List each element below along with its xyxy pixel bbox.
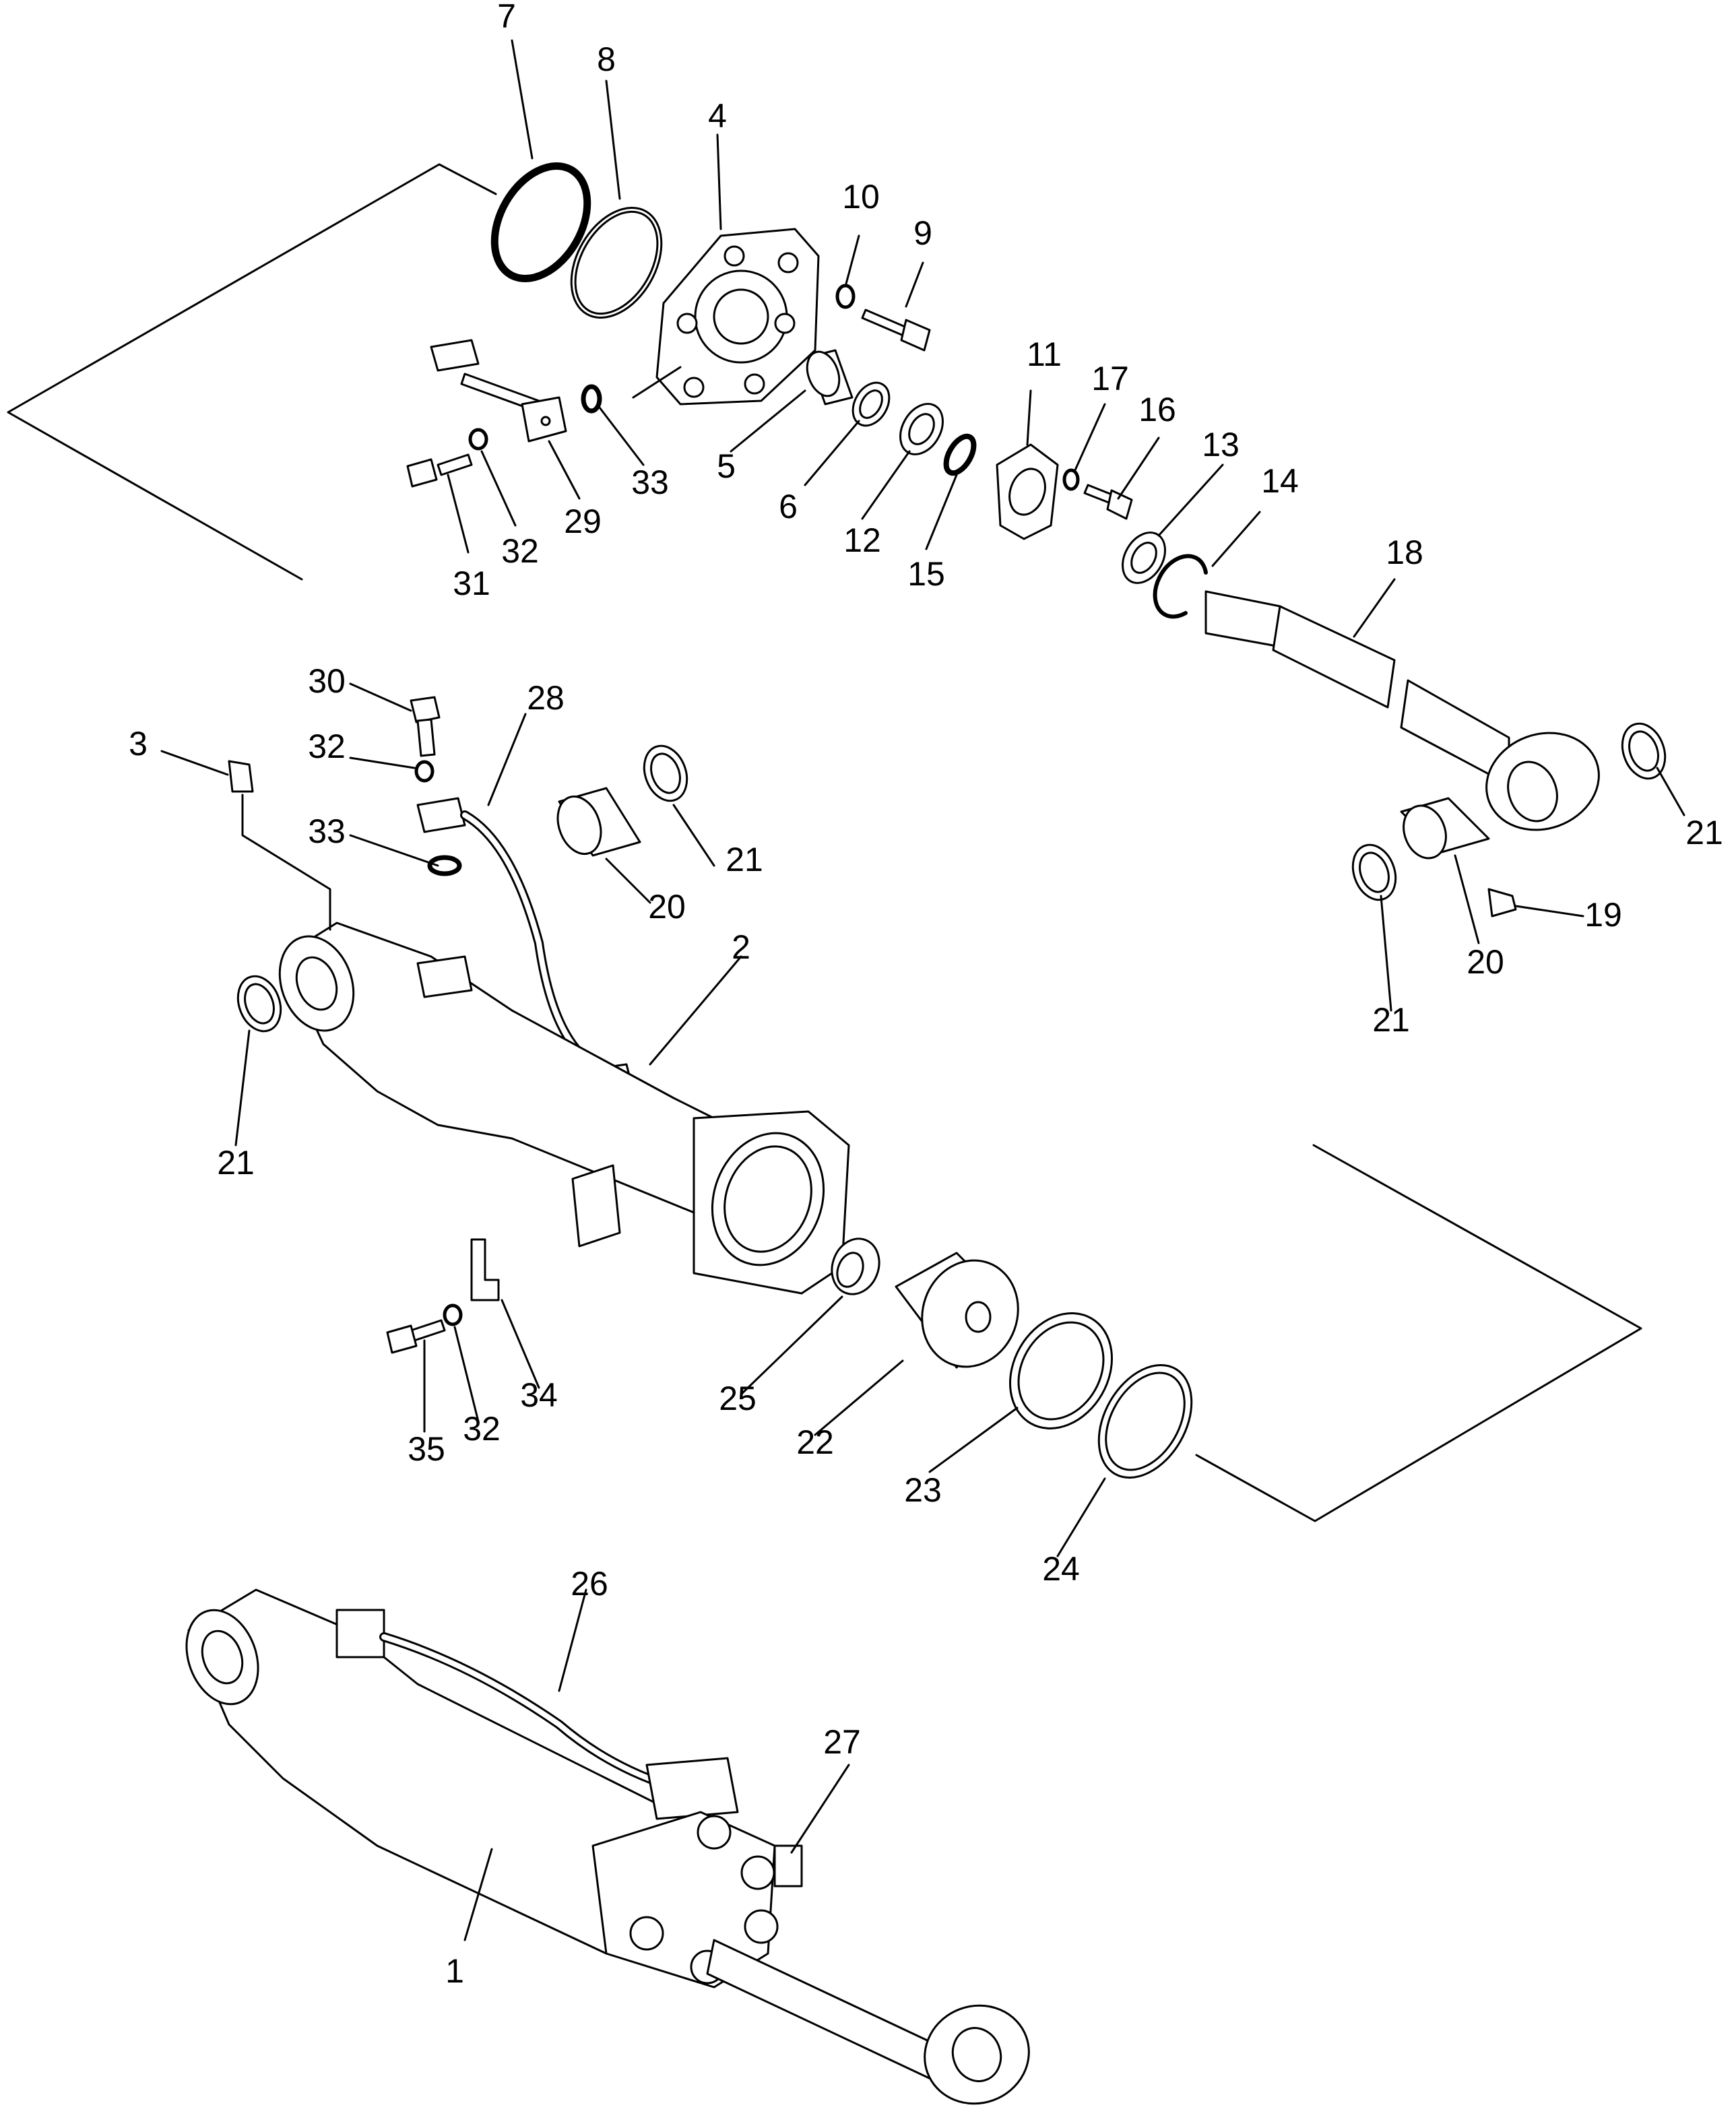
- label-21-tube-top: 21: [726, 841, 763, 878]
- washer-32-top: [468, 428, 488, 451]
- label-18: 18: [1386, 534, 1423, 571]
- exploded-view-outline: [7, 163, 1642, 1522]
- washer-32-mid: [414, 760, 435, 783]
- label-35: 35: [408, 1430, 445, 1468]
- snap-ring-14: [1153, 554, 1208, 619]
- label-13: 13: [1202, 426, 1240, 463]
- label-15: 15: [907, 555, 945, 593]
- piston-ring-23: [1009, 1312, 1113, 1429]
- label-32-mid: 32: [308, 728, 346, 765]
- label-21-rod-right: 21: [1685, 814, 1723, 851]
- label-34: 34: [520, 1376, 558, 1414]
- wear-ring-24: [1097, 1363, 1193, 1479]
- cylinder-assembly-1: [185, 1588, 1030, 2105]
- label-8: 8: [597, 40, 616, 78]
- washer-17: [1062, 468, 1080, 491]
- label-26: 26: [571, 1565, 608, 1603]
- seal-6: [851, 381, 891, 427]
- retainer-13: [1122, 531, 1166, 584]
- dust-seal-21-tube-left: [236, 975, 282, 1033]
- label-33-mid: 33: [308, 812, 346, 850]
- label-9: 9: [913, 214, 932, 252]
- bolt-9: [861, 309, 931, 352]
- label-25: 25: [719, 1380, 757, 1417]
- dust-seal-21-rod-left: [1351, 843, 1397, 901]
- grease-fitting-19: [1487, 888, 1517, 917]
- label-3: 3: [129, 725, 148, 763]
- dust-seal-21-tube-top: [643, 744, 688, 802]
- label-2: 2: [732, 928, 750, 966]
- part-labels: 7 8 4 10 9 11 17 16 13 14 18 29 33 5 6 1…: [129, 0, 1723, 1990]
- label-30: 30: [308, 662, 346, 700]
- washer-32-bottom: [443, 1303, 463, 1326]
- dust-seal-21-rod: [1621, 722, 1667, 780]
- bushing-20-rod: [1400, 797, 1490, 860]
- nut-25: [831, 1237, 880, 1295]
- bolt-16: [1083, 484, 1133, 520]
- bushing-20-tube: [556, 787, 641, 857]
- label-19: 19: [1584, 896, 1622, 934]
- label-21-tube-left: 21: [217, 1144, 255, 1182]
- clamp-34: [470, 1238, 500, 1301]
- label-1: 1: [445, 1952, 464, 1990]
- label-22: 22: [796, 1423, 834, 1461]
- label-24: 24: [1042, 1550, 1080, 1588]
- label-27: 27: [823, 1723, 861, 1761]
- tube-29: [430, 339, 567, 443]
- ring-8: [570, 206, 663, 319]
- label-28: 28: [527, 679, 565, 717]
- label-14: 14: [1261, 462, 1299, 500]
- bushing-5: [806, 349, 854, 406]
- bolt-35: [386, 1319, 446, 1354]
- label-29: 29: [564, 503, 602, 540]
- cylinder-tube-2: [278, 922, 850, 1295]
- piston-rod-18: [1204, 590, 1600, 831]
- label-16: 16: [1138, 391, 1176, 428]
- o-ring-33-mid: [427, 855, 462, 876]
- label-20-tube: 20: [648, 888, 686, 926]
- label-23: 23: [904, 1471, 942, 1509]
- label-32-bottom: 32: [463, 1410, 501, 1448]
- label-11: 11: [1027, 335, 1062, 373]
- seal-ring-7: [490, 162, 591, 283]
- head-cover-4: [655, 228, 820, 406]
- bolt-30: [410, 696, 441, 757]
- label-10: 10: [842, 178, 880, 216]
- label-6: 6: [779, 488, 798, 525]
- label-32-top: 32: [501, 532, 539, 570]
- washer-10: [835, 284, 856, 309]
- label-21-rod-left: 21: [1372, 1001, 1410, 1039]
- leader-lines: [160, 39, 1685, 1941]
- label-4: 4: [708, 97, 727, 135]
- label-31: 31: [453, 565, 490, 602]
- label-5: 5: [717, 447, 736, 485]
- grease-fitting-3: [228, 760, 254, 793]
- bushing-12: [899, 403, 944, 455]
- label-7: 7: [497, 0, 516, 35]
- label-20-rod: 20: [1467, 943, 1504, 981]
- o-ring-33-top: [581, 384, 602, 414]
- flange-11: [996, 443, 1059, 540]
- label-33-top: 33: [631, 463, 669, 501]
- o-ring-15: [943, 433, 977, 476]
- label-17: 17: [1091, 360, 1129, 397]
- piston-22: [895, 1252, 1019, 1369]
- bolt-31: [406, 453, 473, 488]
- label-12: 12: [843, 521, 881, 559]
